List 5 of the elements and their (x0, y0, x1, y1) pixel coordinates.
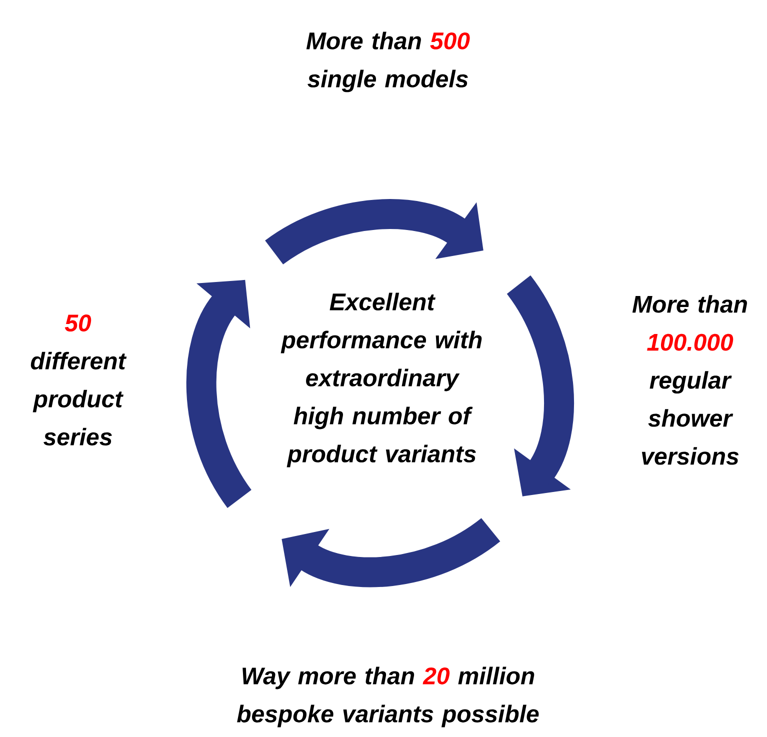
stat-label: More than 500 single models (306, 32, 470, 92)
stat-label: More than 100.000 regular shower versions (632, 295, 747, 465)
stat-label: 50 different product series (30, 314, 127, 446)
stat-label: Way more than 20 million bespoke variants possible (237, 666, 539, 728)
center-text: Excellent performance with extraordinary high number of product variants (280, 292, 482, 468)
